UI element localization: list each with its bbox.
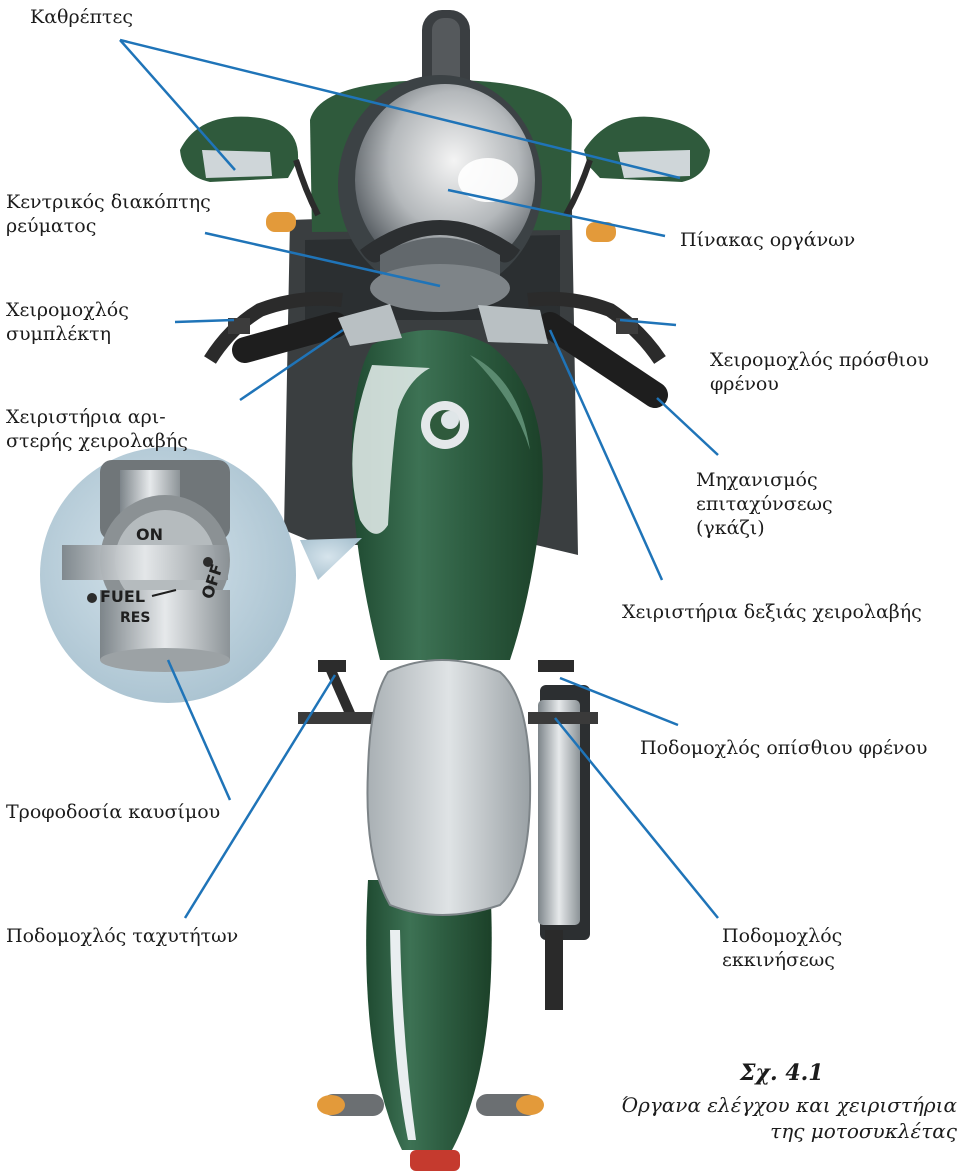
label-throttle: Μηχανισμός επιταχύνσεως (γκάζι) bbox=[696, 468, 957, 540]
muffler bbox=[538, 685, 590, 1010]
label-instrument-panel: Πίνακας οργάνων bbox=[680, 228, 855, 252]
valve-res-label: RES bbox=[120, 610, 150, 626]
valve-on-label: ON bbox=[136, 525, 163, 544]
fuel-cap bbox=[421, 401, 469, 449]
label-front-brake-lever: Χειρομοχλός πρόσθιου φρένου bbox=[710, 348, 929, 396]
valve-fuel-label: FUEL bbox=[100, 587, 145, 606]
label-gear-lever: Ποδομοχλός ταχυτήτων bbox=[6, 924, 238, 948]
label-mirrors: Καθρέπτες bbox=[30, 5, 133, 29]
leader-throttle bbox=[657, 398, 718, 455]
label-left-grip-controls: Χειριστήρια αρι- στερής χειρολαβής bbox=[6, 405, 188, 453]
leader-clutch bbox=[175, 320, 234, 322]
figure-number: Σχ. 4.1 bbox=[740, 1060, 824, 1086]
fuel-tank bbox=[352, 330, 543, 660]
label-rear-brake-pedal: Ποδομοχλός οπίσθιου φρένου bbox=[640, 736, 927, 760]
figure-caption: Όργανα ελέγχου και χειριστήρια της μοτοσ… bbox=[580, 1092, 957, 1144]
instrument-panel bbox=[370, 264, 510, 312]
right-mirror bbox=[566, 117, 710, 215]
label-fuel-supply: Τροφοδοσία καυσίμου bbox=[6, 800, 220, 824]
rear-mudguard bbox=[366, 880, 492, 1150]
tail-light bbox=[410, 1150, 460, 1171]
label-right-grip-controls: Χειριστήρια δεξιάς χειρολαβής bbox=[622, 600, 922, 624]
label-clutch-lever: Χειρομοχλός συμπλέκτη bbox=[6, 298, 129, 346]
leader-mirror-left bbox=[120, 40, 235, 170]
label-ignition-switch: Κεντρικός διακόπτης ρεύματος bbox=[6, 190, 211, 238]
seat bbox=[367, 660, 530, 915]
leader-gear-lever bbox=[185, 675, 335, 918]
label-kick-start: Ποδομοχλός εκκινήσεως bbox=[722, 924, 957, 972]
